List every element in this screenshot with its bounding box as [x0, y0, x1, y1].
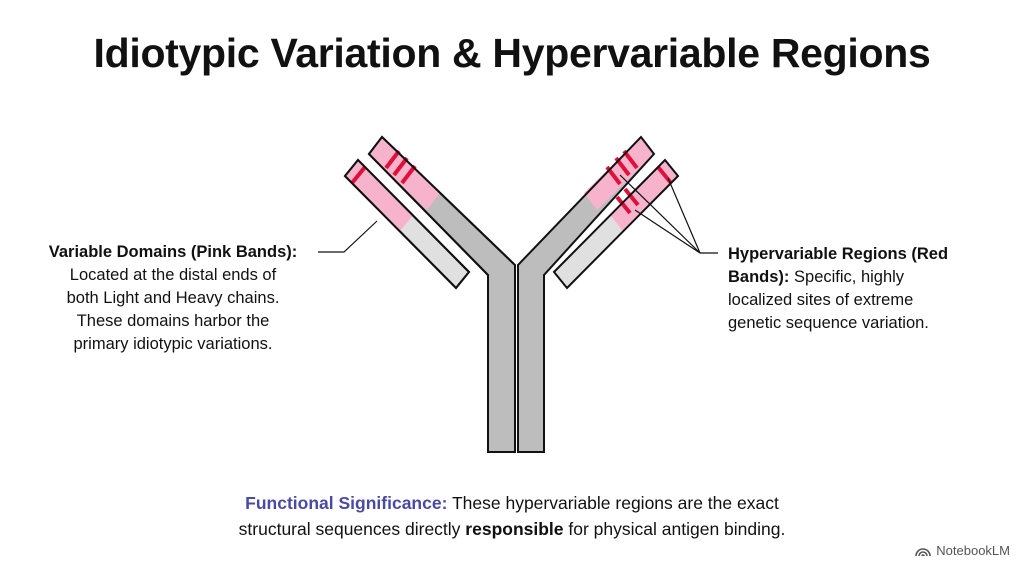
footer-text: These hypervariable regions are the exac… [447, 493, 779, 513]
callout-line: both Light and Heavy chains. [66, 289, 280, 307]
callout-line: localized sites of extreme [728, 291, 914, 309]
hypervariable-band [350, 165, 367, 185]
hypervariable-band [392, 156, 409, 177]
light-chain-left-outline [343, 158, 471, 290]
callout-line: primary idiotypic variations. [73, 335, 273, 353]
callout-heading: Hypervariable Regions (Red [728, 245, 949, 263]
hypervariable-regions-callout: Hypervariable Regions (Red Bands): Speci… [728, 243, 990, 335]
callout-line: Located at the distal ends of [69, 266, 277, 284]
left-leader-line [318, 220, 378, 253]
light-chain-right-outline [552, 158, 680, 290]
variable-domain-light-right [610, 160, 678, 231]
right-leader-line [667, 177, 701, 254]
callout-heading-cont: Bands): [728, 268, 790, 286]
brand-watermark: NotebookLM [915, 543, 1010, 558]
variable-domain-light-left [345, 160, 413, 231]
notebooklm-logo-icon [915, 547, 932, 556]
right-leader-line [634, 209, 701, 254]
hypervariable-band [384, 149, 401, 170]
functional-significance-note: Functional Significance: These hypervari… [0, 490, 1024, 542]
heavy-chain-right-outline [517, 135, 656, 453]
page-title: Idiotypic Variation & Hypervariable Regi… [93, 30, 931, 76]
callout-heading: Variable Domains (Pink Bands): [48, 243, 298, 261]
heavy-chain-right [518, 137, 654, 452]
brand-name: NotebookLM [936, 543, 1010, 558]
variable-domain-heavy-right [584, 137, 654, 210]
hypervariable-band [623, 187, 640, 207]
hypervariable-band [615, 195, 632, 215]
footer-text: for physical antigen binding. [563, 519, 786, 539]
heavy-chain-left [367, 135, 516, 453]
variable-domain-heavy-left [369, 137, 440, 210]
hypervariable-band [400, 164, 417, 185]
callout-line: Specific, highly [789, 268, 905, 286]
callout-line: These domains harbor the [76, 312, 270, 330]
right-leader-line [619, 174, 701, 254]
footer-text: structural sequences directly [238, 519, 466, 539]
variable-domains-callout: Variable Domains (Pink Bands): Located a… [28, 241, 318, 356]
callout-line: genetic sequence variation. [728, 314, 929, 332]
footer-lead: Functional Significance: [245, 493, 448, 513]
footer-emphasis: responsible [465, 519, 564, 539]
heavy-chain-left-outline [367, 135, 516, 453]
